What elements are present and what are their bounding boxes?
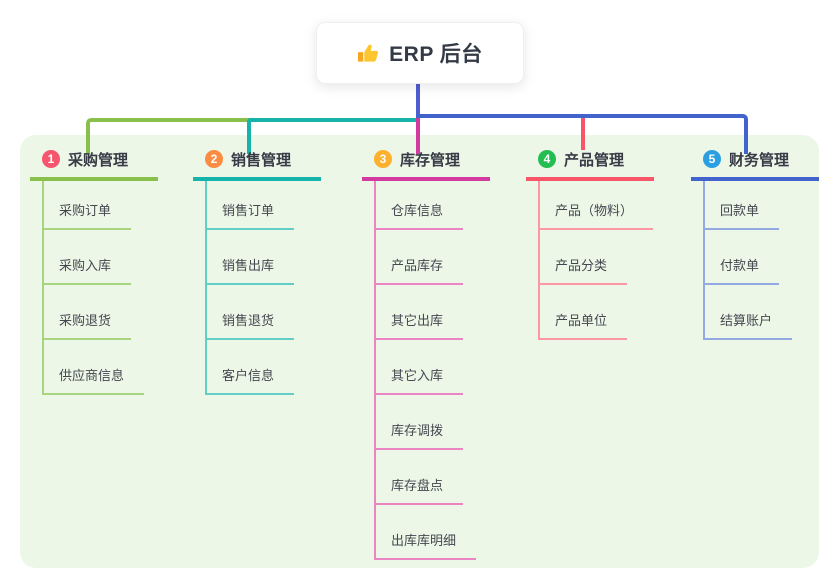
child-node[interactable]: 销售退货 — [205, 310, 295, 340]
branch-header[interactable]: 2 销售管理 — [193, 146, 321, 181]
child-node[interactable]: 产品单位 — [538, 310, 628, 340]
child-node[interactable]: 产品（物料） — [538, 200, 654, 230]
child-node[interactable]: 库存盘点 — [374, 475, 464, 505]
branch-connector-line — [205, 181, 207, 395]
branch-header[interactable]: 1 采购管理 — [30, 146, 158, 181]
branch-label: 采购管理 — [68, 151, 129, 169]
branch-connector-line — [703, 181, 705, 340]
drop-line-product — [581, 118, 585, 150]
bus-elbow-finance — [416, 114, 748, 154]
child-node[interactable]: 采购退货 — [42, 310, 132, 340]
branch-header[interactable]: 5 财务管理 — [691, 146, 819, 181]
child-node[interactable]: 回款单 — [703, 200, 780, 230]
child-node[interactable]: 客户信息 — [205, 365, 295, 395]
bus-elbow-sales — [247, 118, 416, 154]
branch-connector-line — [42, 181, 44, 395]
branch-number-badge: 5 — [703, 150, 721, 168]
child-node[interactable]: 其它入库 — [374, 365, 464, 395]
branch-label: 产品管理 — [564, 151, 625, 169]
child-node[interactable]: 产品库存 — [374, 255, 464, 285]
branch-header[interactable]: 4 产品管理 — [526, 146, 654, 181]
branch-label: 财务管理 — [729, 151, 790, 169]
branch-connector-line — [538, 181, 540, 340]
branch-number-badge: 3 — [374, 150, 392, 168]
branch-column: 2 销售管理 销售订单 销售出库 销售退货 客户信息 — [193, 146, 393, 395]
child-node[interactable]: 结算账户 — [703, 310, 793, 340]
child-node[interactable]: 其它出库 — [374, 310, 464, 340]
child-node[interactable]: 仓库信息 — [374, 200, 464, 230]
child-node[interactable]: 采购订单 — [42, 200, 132, 230]
branch-number-badge: 4 — [538, 150, 556, 168]
child-node[interactable]: 出库库明细 — [374, 530, 477, 560]
branch-header[interactable]: 3 库存管理 — [362, 146, 490, 181]
branch-connector-line — [374, 181, 376, 560]
root-node[interactable]: ERP 后台 — [316, 22, 524, 84]
branch-column: 5 财务管理 回款单 付款单 结算账户 — [691, 146, 839, 340]
root-stem-line — [416, 82, 420, 122]
root-title: ERP 后台 — [389, 43, 483, 66]
child-node[interactable]: 付款单 — [703, 255, 780, 285]
branch-column: 3 库存管理 仓库信息 产品库存 其它出库 其它入库 库存调拨 库存盘点 出库库… — [362, 146, 562, 560]
branch-column: 1 采购管理 采购订单 采购入库 采购退货 供应商信息 — [30, 146, 230, 395]
drop-line-inventory — [416, 118, 420, 154]
branch-number-badge: 2 — [205, 150, 223, 168]
branch-label: 销售管理 — [231, 151, 292, 169]
child-node[interactable]: 销售订单 — [205, 200, 295, 230]
child-node[interactable]: 产品分类 — [538, 255, 628, 285]
thumbs-up-icon — [357, 42, 380, 65]
child-node[interactable]: 供应商信息 — [42, 365, 145, 395]
child-node[interactable]: 采购入库 — [42, 255, 132, 285]
child-node[interactable]: 库存调拨 — [374, 420, 464, 450]
child-node[interactable]: 销售出库 — [205, 255, 295, 285]
branch-number-badge: 1 — [42, 150, 60, 168]
branch-column: 4 产品管理 产品（物料） 产品分类 产品单位 — [526, 146, 726, 340]
branches-panel — [20, 135, 819, 568]
branch-label: 库存管理 — [400, 151, 461, 169]
bus-elbow-purchase — [86, 118, 251, 154]
